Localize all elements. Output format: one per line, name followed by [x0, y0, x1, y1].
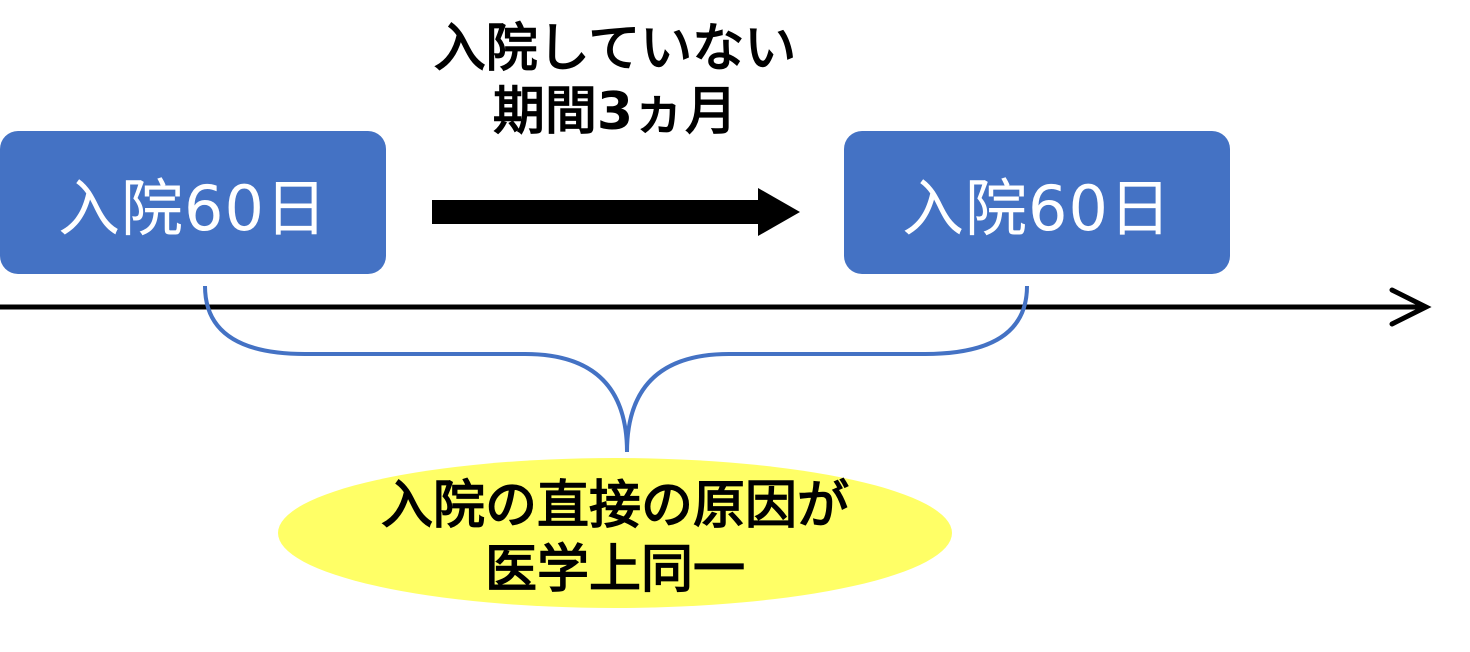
cause-caption-line-2: 医学上同一 — [484, 540, 745, 600]
timeline-arrowhead-icon — [1389, 287, 1432, 327]
gap-caption-line-1: 入院していない — [433, 19, 797, 79]
first-stay-label: 入院60日 — [58, 171, 328, 245]
second-stay-label: 入院60日 — [902, 171, 1172, 245]
cause-caption-line-1: 入院の直接の原因が — [380, 476, 849, 536]
cause-caption: 入院の直接の原因が 医学上同一 — [278, 474, 952, 602]
first-hospital-stay-box: 入院60日 — [0, 131, 386, 274]
cause-ellipse — [278, 458, 952, 608]
brace — [203, 285, 1029, 453]
second-hospital-stay-box: 入院60日 — [844, 131, 1230, 274]
gap-caption-line-2: 期間3ヵ月 — [492, 82, 738, 142]
gap-caption: 入院していない 期間3ヵ月 — [380, 18, 850, 144]
gap-arrow-head-icon — [758, 188, 800, 236]
gap-arrow-shaft — [432, 200, 764, 224]
